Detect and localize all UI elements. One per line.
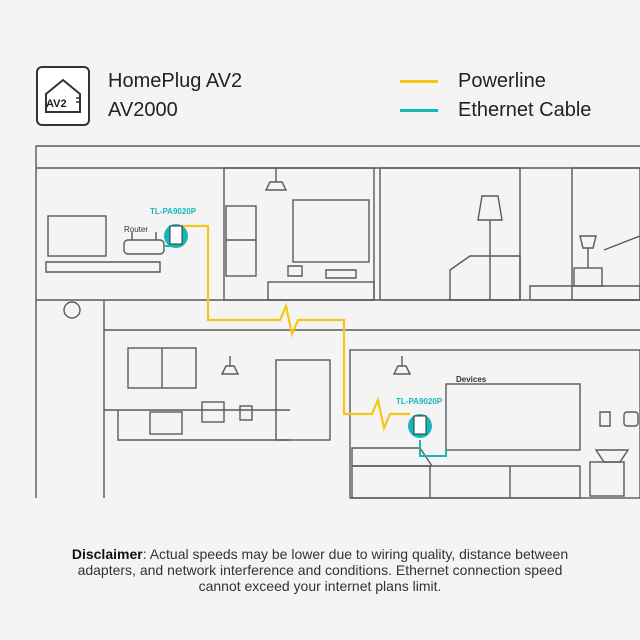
coffee-maker <box>201 401 225 423</box>
powerline-path <box>178 224 410 432</box>
speed-class-title: AV2000 <box>108 99 178 121</box>
tv-stand <box>45 261 161 273</box>
toaster <box>239 405 253 421</box>
building-outline <box>35 145 640 498</box>
ceiling-lamp-lower <box>220 356 240 375</box>
thermostat <box>623 411 639 427</box>
adapter-bottom-label: TL-PA9020P <box>396 397 443 406</box>
side-table <box>573 267 603 287</box>
room-living-upper <box>223 167 375 301</box>
soundbar <box>325 269 357 279</box>
fridge-lower <box>275 359 331 441</box>
house-plug-icon <box>45 78 81 113</box>
tv-middle <box>292 199 370 263</box>
fridge-upper <box>225 205 257 277</box>
tv-cabinet <box>351 465 581 499</box>
logo-badge-text: AV2 <box>46 98 67 110</box>
legend-powerline-label: Powerline <box>458 70 546 92</box>
kitchen-counter <box>104 409 290 441</box>
adapter-top <box>164 224 188 248</box>
game-controller-icon <box>287 265 303 277</box>
sofa-lower <box>351 447 434 467</box>
tv-left <box>47 215 107 257</box>
pipe-circle <box>63 301 81 319</box>
side-cabinet <box>589 461 625 497</box>
tray <box>594 449 630 463</box>
adapter-bottom <box>408 414 432 438</box>
armchair-upper <box>449 255 521 301</box>
tv-devices-screen <box>445 383 581 451</box>
room-right-upper <box>571 167 640 301</box>
legend-ethernet-swatch <box>400 109 438 112</box>
oven <box>149 411 183 435</box>
table-lamp <box>579 235 597 268</box>
sofa-right-upper <box>529 235 640 301</box>
ceiling-lamp-living <box>392 356 412 375</box>
tv-console <box>267 281 375 301</box>
av2-logo: AV2 <box>36 66 90 126</box>
floor-slab <box>36 299 640 331</box>
floor-lamp <box>477 195 503 300</box>
devices-label: Devices <box>456 375 487 384</box>
room-living-lower <box>349 349 640 499</box>
router-label: Router <box>124 225 148 234</box>
disclaimer-text: : Actual speeds may be lower due to wiri… <box>77 546 569 594</box>
ethernet-cable-devices <box>419 440 447 457</box>
standard-title: HomePlug AV2 <box>108 70 243 92</box>
ceiling-lamp-upper <box>264 168 288 191</box>
adapter-top-label: TL-PA9020P <box>150 207 197 216</box>
legend-powerline-swatch <box>400 80 438 83</box>
light-switch <box>599 411 611 427</box>
legend-ethernet-label: Ethernet Cable <box>458 99 592 121</box>
router-device <box>123 239 165 255</box>
disclaimer-heading: Disclaimer <box>71 546 143 562</box>
disclaimer: Disclaimer: Actual speeds may be lower d… <box>60 546 580 594</box>
